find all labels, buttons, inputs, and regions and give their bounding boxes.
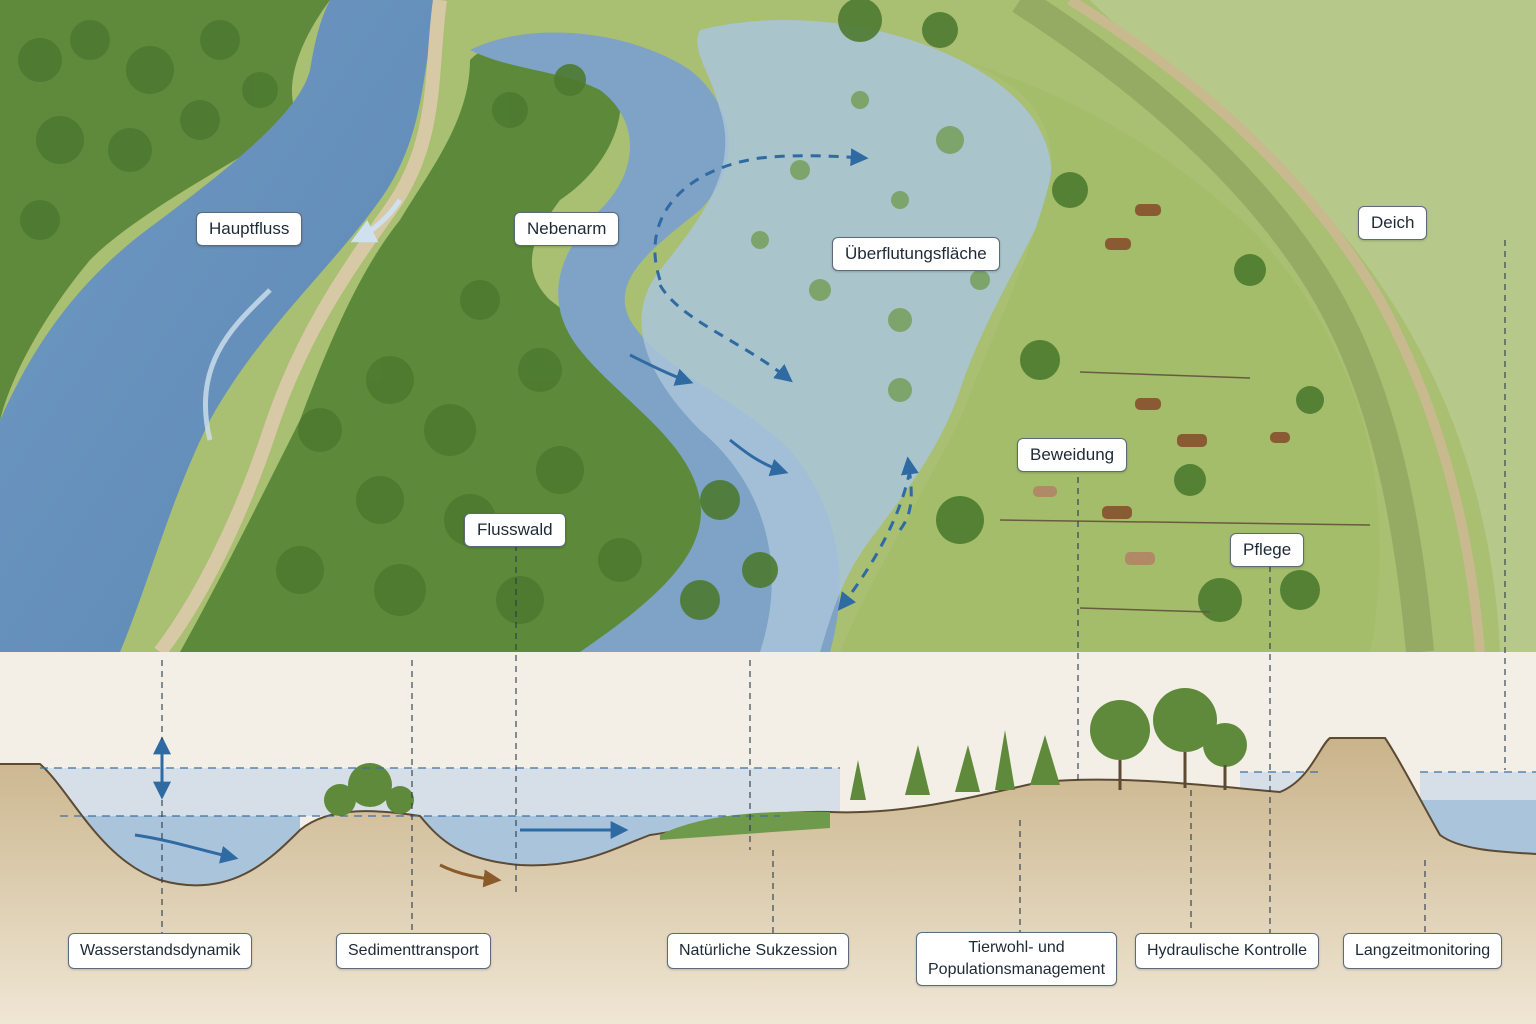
leader-lines <box>161 240 1506 935</box>
label-pflege: Pflege <box>1230 533 1305 567</box>
label-deich: Deich <box>1358 206 1428 240</box>
left-forest <box>0 0 330 420</box>
high-water-band-far <box>1420 772 1536 802</box>
label-hydraulische-kontrolle: Hydraulische Kontrolle <box>1135 933 1320 969</box>
flood-flow-dashed-arrow-4 <box>898 456 919 531</box>
side-arm <box>470 32 840 653</box>
label-tierwohl-line1: Tierwohl- und <box>968 939 1065 956</box>
far-field <box>1090 0 1536 652</box>
flood-area <box>641 20 1052 652</box>
label-nebenarm: Nebenarm <box>514 212 620 246</box>
dike-road <box>1067 0 1485 653</box>
tree-clusters <box>18 0 1324 624</box>
floodplain-forest <box>180 36 733 653</box>
label-beweidung: Beweidung <box>1017 438 1128 472</box>
flood-flow-dashed-arrow-1 <box>653 148 869 281</box>
label-natuerliche-sukzession: Natürliche Sukzession <box>667 933 850 969</box>
sediment-arrow <box>439 863 502 888</box>
label-flusswald: Flusswald <box>464 513 566 547</box>
map-view <box>0 0 1536 657</box>
high-water-band <box>40 768 840 816</box>
main-river <box>0 0 440 652</box>
main-river-flow-arrow <box>350 198 403 243</box>
tree-trunks <box>1118 752 1227 790</box>
side-arm-flow-arrow-1 <box>629 353 694 386</box>
flood-flow-dashed-arrow-3 <box>837 469 912 611</box>
label-tierwohl-populationsmanagement: Tierwohl- und Populationsmanagement <box>916 932 1118 986</box>
label-tierwohl-line2: Populationsmanagement <box>928 961 1106 978</box>
section-vegetation <box>324 688 1247 840</box>
main-river-flow-arrow-light <box>202 288 272 441</box>
river-bank-path <box>154 0 447 657</box>
label-sedimenttransport: Sedimenttransport <box>336 933 491 969</box>
label-wasserstandsdynamik: Wasserstandsdynamik <box>68 933 253 969</box>
cattle <box>1033 204 1290 565</box>
side-arm-flow-arrow-2 <box>729 438 789 477</box>
label-hauptfluss: Hauptfluss <box>196 212 303 246</box>
flood-shrubs <box>751 91 990 402</box>
section-flow-arrow <box>134 833 239 864</box>
label-ueberflutungsflaeche: Überflutungsfläche <box>832 237 1000 271</box>
label-langzeitmonitoring: Langzeitmonitoring <box>1343 933 1503 969</box>
fences <box>999 371 1371 613</box>
dike-slope <box>1012 0 1434 654</box>
